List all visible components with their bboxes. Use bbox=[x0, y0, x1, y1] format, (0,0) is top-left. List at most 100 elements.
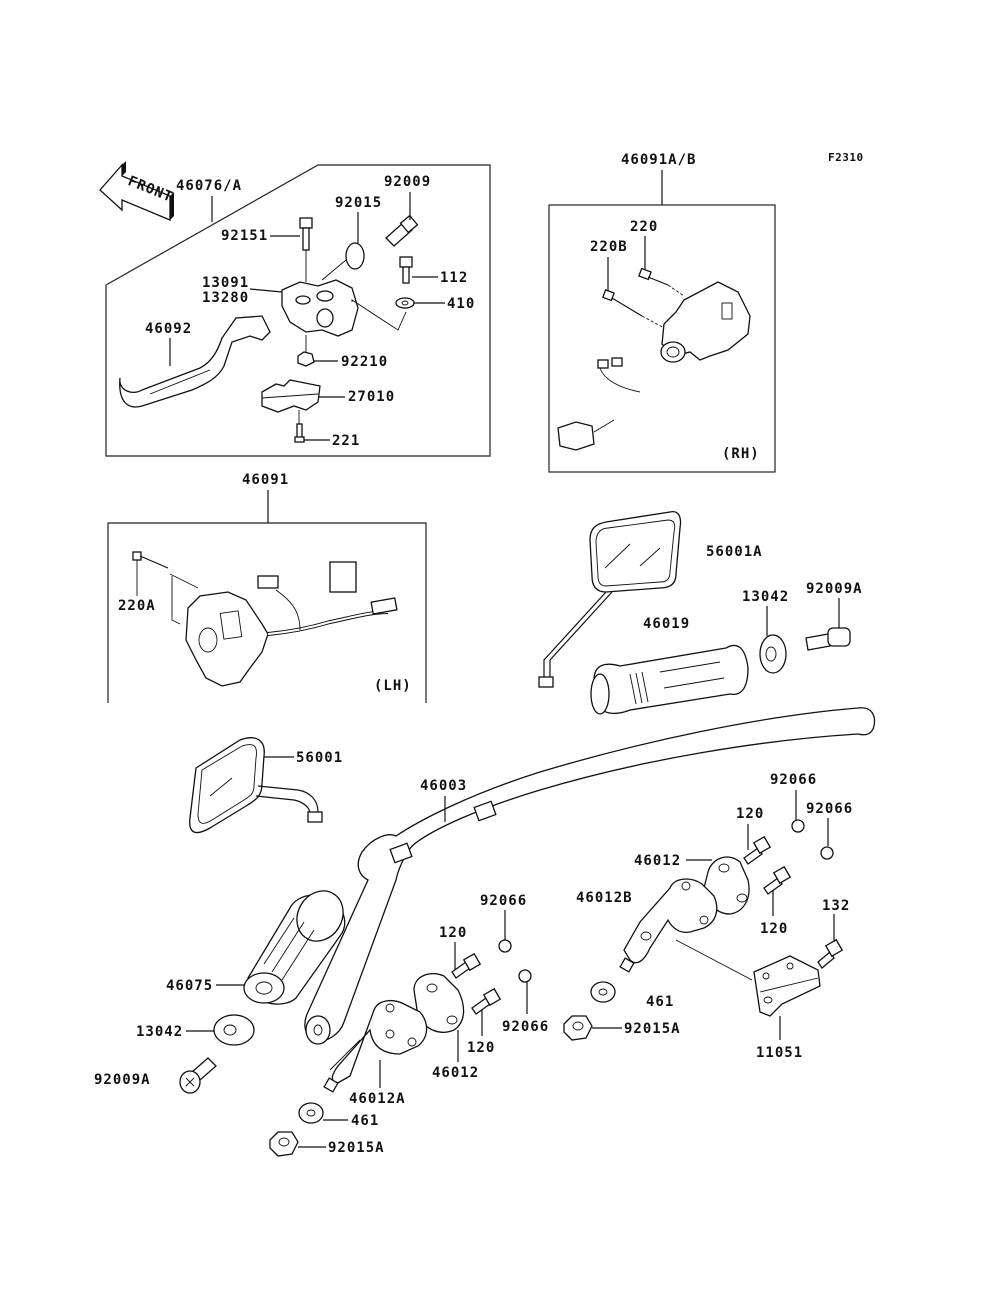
label-120-right-upper: 120 bbox=[736, 806, 764, 822]
label-46075: 46075 bbox=[166, 978, 213, 994]
label-132: 132 bbox=[822, 898, 850, 914]
bolt-120-part bbox=[451, 952, 482, 979]
left-clamp-group: 92066 120 92066 120 46012 46012A bbox=[269, 893, 549, 1157]
label-11051: 11051 bbox=[756, 1045, 803, 1061]
label-13280: 13280 bbox=[202, 290, 249, 306]
washer-461-part bbox=[298, 1102, 324, 1124]
label-46092: 46092 bbox=[145, 321, 192, 337]
right-mirror-group: 56001A bbox=[538, 510, 763, 688]
label-220: 220 bbox=[630, 219, 658, 235]
left-grip-group: 46075 13042 92009A bbox=[94, 890, 346, 1094]
label-92015a-left: 92015A bbox=[328, 1140, 385, 1156]
washer-461-part bbox=[590, 981, 616, 1003]
label-112: 112 bbox=[440, 270, 468, 286]
handlebar-part bbox=[304, 707, 876, 1042]
left-switch-group: 46091 220A (LH) bbox=[107, 472, 427, 703]
bolt-120-part bbox=[471, 987, 502, 1015]
label-92009a-left: 92009A bbox=[94, 1072, 151, 1088]
label-92066-right-upper: 92066 bbox=[770, 772, 817, 788]
clutch-lever-part bbox=[119, 315, 271, 408]
right-switch-housing-part bbox=[661, 281, 751, 361]
right-connector-part bbox=[557, 421, 595, 451]
connector-small-part bbox=[257, 575, 279, 589]
right-switch-group: 46091A/B 220 220B (RH) bbox=[548, 152, 776, 473]
right-grip-group: 46019 13042 92009A bbox=[590, 581, 863, 715]
label-410: 410 bbox=[447, 296, 475, 312]
group-box bbox=[107, 522, 427, 703]
label-46012-left: 46012 bbox=[432, 1065, 479, 1081]
label-92066-left-lower: 92066 bbox=[502, 1019, 549, 1035]
handlebar-group: 46003 bbox=[304, 707, 876, 1045]
bolt-112-part bbox=[399, 256, 413, 284]
label-46076: 46076/A bbox=[176, 178, 242, 194]
screw-220b-part bbox=[602, 289, 669, 331]
left-mirror-part bbox=[189, 737, 265, 834]
adjuster-part bbox=[385, 214, 419, 247]
label-46091: 46091 bbox=[242, 472, 289, 488]
label-rh: (RH) bbox=[722, 446, 760, 462]
screw-220-part bbox=[638, 267, 685, 297]
connector-large-part bbox=[329, 561, 357, 593]
label-92066-right-lower: 92066 bbox=[806, 801, 853, 817]
label-13042-left: 13042 bbox=[136, 1024, 183, 1040]
label-92151: 92151 bbox=[221, 228, 268, 244]
label-46012b: 46012B bbox=[576, 890, 633, 906]
clamp-holder-part bbox=[331, 999, 428, 1085]
bolt-120-part bbox=[763, 865, 792, 895]
group-box bbox=[105, 164, 491, 457]
nut-92015a-part bbox=[563, 1015, 593, 1041]
front-arrow-icon: FRONT bbox=[99, 161, 175, 221]
clutch-lever-group: 46076/A 46092 13091 13280 92151 92015 bbox=[105, 164, 491, 457]
label-120-left-lower: 120 bbox=[467, 1040, 495, 1056]
damper-part bbox=[791, 819, 805, 833]
label-461-right: 461 bbox=[646, 994, 674, 1010]
label-92066-left-upper: 92066 bbox=[480, 893, 527, 909]
right-bar-end-weight-part bbox=[759, 634, 787, 674]
left-bar-end-bolt-part bbox=[179, 1057, 217, 1094]
label-221: 221 bbox=[332, 433, 360, 449]
nut-92015a-part bbox=[269, 1131, 299, 1157]
bolt-132-part bbox=[817, 938, 844, 969]
nut-92210-part bbox=[297, 351, 315, 367]
label-46019: 46019 bbox=[643, 616, 690, 632]
right-grip-part bbox=[593, 644, 749, 714]
label-92015a-right: 92015A bbox=[624, 1021, 681, 1037]
label-56001: 56001 bbox=[296, 750, 343, 766]
left-mirror-group: 56001 bbox=[189, 737, 343, 834]
screw-220a-part bbox=[132, 551, 199, 625]
washer-410-part bbox=[395, 297, 415, 309]
label-92210: 92210 bbox=[341, 354, 388, 370]
screw-221-part bbox=[294, 410, 305, 443]
damper-part bbox=[518, 969, 532, 983]
damper-part bbox=[820, 846, 834, 860]
clamp-cap-part bbox=[413, 973, 465, 1033]
connector-mid-part bbox=[370, 597, 398, 615]
clamp-holder-part bbox=[623, 878, 718, 964]
label-120-right-lower: 120 bbox=[760, 921, 788, 937]
right-bar-end-bolt-part bbox=[805, 627, 851, 651]
lever-holder-part bbox=[281, 279, 359, 337]
pivot-bolt-part bbox=[299, 217, 313, 282]
right-clamp-group: 92066 92066 120 120 46012 46012B 461 bbox=[563, 772, 853, 1061]
label-lh: (LH) bbox=[374, 678, 412, 694]
label-27010: 27010 bbox=[348, 389, 395, 405]
label-92015: 92015 bbox=[335, 195, 382, 211]
figure-code: F2310 bbox=[828, 151, 864, 164]
label-461-left: 461 bbox=[351, 1113, 379, 1129]
locknut-ring-part bbox=[345, 242, 365, 270]
label-220a: 220A bbox=[118, 598, 156, 614]
bracket-part bbox=[753, 955, 821, 1017]
label-46012-right: 46012 bbox=[634, 853, 681, 869]
label-92009a-right: 92009A bbox=[806, 581, 863, 597]
label-220b: 220B bbox=[590, 239, 628, 255]
right-mirror-part bbox=[589, 510, 682, 593]
label-46003: 46003 bbox=[420, 778, 467, 794]
label-56001a: 56001A bbox=[706, 544, 763, 560]
label-13091: 13091 bbox=[202, 275, 249, 291]
label-46091ab: 46091A/B bbox=[621, 152, 696, 168]
label-120-left-upper: 120 bbox=[439, 925, 467, 941]
bolt-120-part bbox=[743, 835, 772, 865]
left-bar-end-weight-part bbox=[213, 1014, 255, 1046]
label-46012a: 46012A bbox=[349, 1091, 406, 1107]
